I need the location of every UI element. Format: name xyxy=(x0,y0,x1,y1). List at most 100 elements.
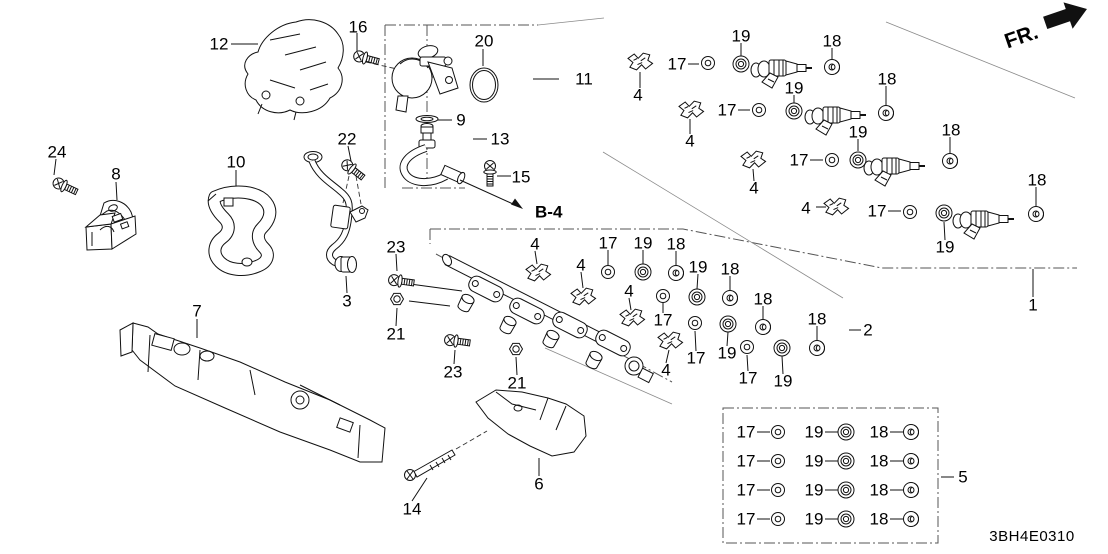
clip4-icon xyxy=(618,306,646,329)
washer19-icon xyxy=(719,315,737,333)
washer17-icon xyxy=(752,103,766,117)
washer19-icon xyxy=(773,339,791,357)
seal18-icon xyxy=(755,319,772,335)
fuel-rail-drawing xyxy=(441,253,654,384)
part-callout-18: 18 xyxy=(667,235,686,254)
part-callout-4: 4 xyxy=(576,256,585,275)
part-callout-18: 18 xyxy=(808,310,827,329)
part-callout-18: 18 xyxy=(878,70,897,89)
washer17-icon xyxy=(771,512,785,526)
part-callout-6: 6 xyxy=(534,475,543,494)
part-callout-5: 5 xyxy=(958,468,967,487)
washer19-icon xyxy=(837,481,855,499)
boltS-icon xyxy=(387,272,416,290)
part-callout-17: 17 xyxy=(737,452,756,471)
seal18-icon xyxy=(809,340,826,356)
part-callout-18: 18 xyxy=(823,32,842,51)
part-callout-17: 17 xyxy=(687,349,706,368)
seal18-icon xyxy=(903,453,920,469)
part-callout-19: 19 xyxy=(805,510,824,529)
part-callout-19: 19 xyxy=(634,234,653,253)
section-ref-label: B-4 xyxy=(535,203,563,222)
part-callout-19: 19 xyxy=(718,344,737,363)
part-callout-22: 22 xyxy=(338,130,357,149)
nut21-icon xyxy=(390,292,404,306)
washer19-icon xyxy=(849,151,867,169)
part-callout-18: 18 xyxy=(754,290,773,309)
washer19-icon xyxy=(634,263,652,281)
o-ring-20-drawing xyxy=(469,67,499,103)
part-callout-18: 18 xyxy=(870,510,889,529)
seal18-icon xyxy=(903,482,920,498)
part-callout-17: 17 xyxy=(737,423,756,442)
part-callout-19: 19 xyxy=(805,423,824,442)
part-callout-19: 19 xyxy=(785,79,804,98)
washer19-icon xyxy=(935,204,953,222)
leader-lines xyxy=(53,33,1037,520)
part-callout-19: 19 xyxy=(732,27,751,46)
washer17-icon xyxy=(771,483,785,497)
part-callout-3: 3 xyxy=(342,292,351,311)
washer17-icon xyxy=(656,289,670,303)
fuel-pump-drawing xyxy=(391,45,459,113)
part-callout-16: 16 xyxy=(349,18,368,37)
seal18-icon xyxy=(903,511,920,527)
part-callout-17: 17 xyxy=(868,202,887,221)
part-callout-12: 12 xyxy=(210,35,229,54)
part-callout-17: 17 xyxy=(654,311,673,330)
fr-arrow-icon xyxy=(1043,2,1087,30)
part-callout-21: 21 xyxy=(508,374,527,393)
part-callout-7: 7 xyxy=(192,302,201,321)
seal18-icon xyxy=(722,290,739,306)
washer17-icon xyxy=(740,340,754,354)
part-callout-15: 15 xyxy=(512,168,531,187)
washer17-icon xyxy=(825,153,839,167)
part-callout-13: 13 xyxy=(491,130,510,149)
washer17-icon xyxy=(903,205,917,219)
clip4-icon xyxy=(626,50,654,73)
part-callout-14: 14 xyxy=(403,500,422,519)
clip4-icon xyxy=(739,148,767,171)
part-callout-4: 4 xyxy=(749,179,758,198)
part-callout-19: 19 xyxy=(936,238,955,257)
part-callout-17: 17 xyxy=(599,234,618,253)
part-callout-4: 4 xyxy=(624,282,633,301)
seal18-icon xyxy=(878,105,895,121)
diagram-code: 3BH4E0310 xyxy=(989,528,1074,545)
part-callout-19: 19 xyxy=(689,258,708,277)
part-callout-18: 18 xyxy=(1028,171,1047,190)
region-boundaries xyxy=(384,24,1077,544)
part-callout-17: 17 xyxy=(668,55,687,74)
part-callout-1: 1 xyxy=(1028,296,1037,315)
boltS-icon xyxy=(443,332,472,350)
clip4-icon xyxy=(569,285,597,308)
seal18-icon xyxy=(942,153,959,169)
part-callout-17: 17 xyxy=(739,369,758,388)
boltS-icon xyxy=(351,48,381,69)
washer19-icon xyxy=(688,288,706,306)
injector-icon xyxy=(952,210,1015,240)
washer17-icon xyxy=(771,425,785,439)
washer19-icon xyxy=(785,102,803,120)
part-callout-18: 18 xyxy=(870,423,889,442)
part-callout-17: 17 xyxy=(737,510,756,529)
fuel-feed-pipe-drawing xyxy=(303,151,369,273)
part-callout-8: 8 xyxy=(111,165,120,184)
part-callout-20: 20 xyxy=(475,32,494,51)
part-callout-4: 4 xyxy=(661,361,670,380)
clip4-icon xyxy=(524,261,552,284)
part-callout-2: 2 xyxy=(863,321,872,340)
part-callout-4: 4 xyxy=(530,235,539,254)
clip4-icon xyxy=(677,98,705,121)
seal18-icon xyxy=(1028,206,1045,222)
bracket-6-drawing xyxy=(475,389,587,457)
fr-label: FR. xyxy=(1002,21,1041,54)
part-callout-19: 19 xyxy=(805,452,824,471)
injector-icon xyxy=(863,157,926,187)
part-callout-10: 10 xyxy=(227,153,246,172)
part-callout-18: 18 xyxy=(870,452,889,471)
manifold-spacer-drawing xyxy=(119,322,386,463)
washer17-icon xyxy=(701,56,715,70)
part-callout-23: 23 xyxy=(387,238,406,257)
